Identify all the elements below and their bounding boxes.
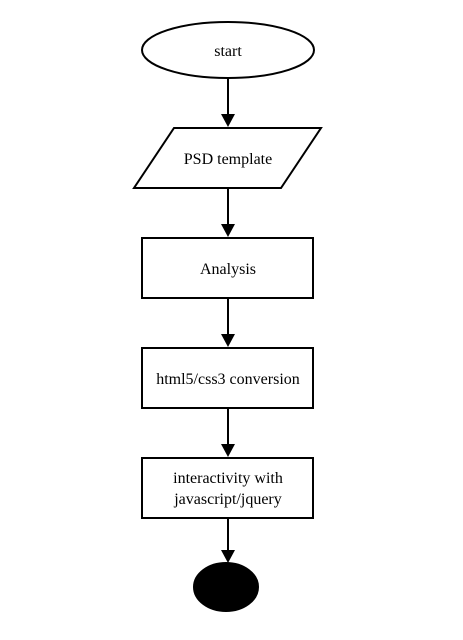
- end-ellipse: [193, 562, 259, 612]
- start-label: start: [214, 43, 242, 60]
- connector-psd-to-analysis: [221, 188, 235, 237]
- arrowhead-icon: [221, 224, 235, 237]
- analysis-node: Analysis: [141, 237, 314, 299]
- connector-conversion-to-interactivity: [221, 408, 235, 457]
- html5-css3-conversion-label: html5/css3 conversion: [156, 371, 300, 388]
- html5-css3-conversion-node: html5/css3 conversion: [141, 347, 314, 409]
- connector-start-to-psd: [221, 78, 235, 127]
- analysis-rect: [141, 237, 314, 299]
- connector-analysis-to-conversion: [221, 298, 235, 347]
- arrowhead-icon: [221, 444, 235, 457]
- interactivity-node: interactivity with javascript/jquery: [141, 457, 314, 519]
- interactivity-rect: [141, 457, 314, 519]
- arrowhead-icon: [221, 550, 235, 563]
- interactivity-label-line-1: interactivity with: [173, 470, 283, 487]
- analysis-label: Analysis: [200, 261, 256, 278]
- psd-template-parallelogram: [132, 127, 323, 189]
- connector-interactivity-to-end: [221, 518, 235, 563]
- psd-template-node: PSD template: [132, 127, 323, 189]
- arrowhead-icon: [221, 114, 235, 127]
- start-node: start: [141, 21, 315, 79]
- arrowhead-icon: [221, 334, 235, 347]
- end-node: [193, 562, 259, 612]
- html5-css3-conversion-rect: [141, 347, 314, 409]
- interactivity-label-line-2: javascript/jquery: [173, 491, 282, 508]
- psd-template-label: PSD template: [184, 151, 272, 168]
